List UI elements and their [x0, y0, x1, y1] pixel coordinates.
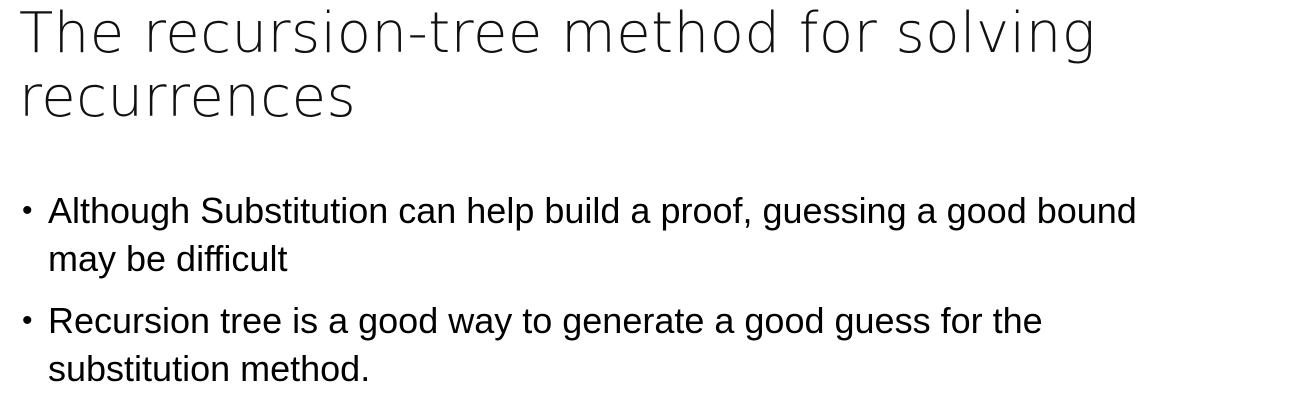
bullet-item-2: • Recursion tree is a good way to genera…: [22, 297, 1284, 393]
bullet-text-2-line-1: Recursion tree is a good way to generate…: [48, 300, 1043, 341]
bullet-text-2-line-2: substitution method.: [48, 348, 371, 389]
bullet-item-1: • Although Substitution can help build a…: [22, 187, 1284, 283]
bullet-icon: •: [22, 304, 33, 337]
bullet-list: • Although Substitution can help build a…: [22, 187, 1284, 407]
slide-title: The recursion-tree method for solving re…: [19, 2, 1279, 130]
slide-title-line-1: The recursion-tree method for solving: [19, 1, 1096, 66]
bullet-text-1-line-1: Although Substitution can help build a p…: [48, 190, 1137, 231]
slide-title-line-2: recurrences: [19, 65, 357, 130]
bullet-icon: •: [22, 194, 33, 227]
bullet-text-1-line-2: may be difficult: [48, 238, 288, 279]
